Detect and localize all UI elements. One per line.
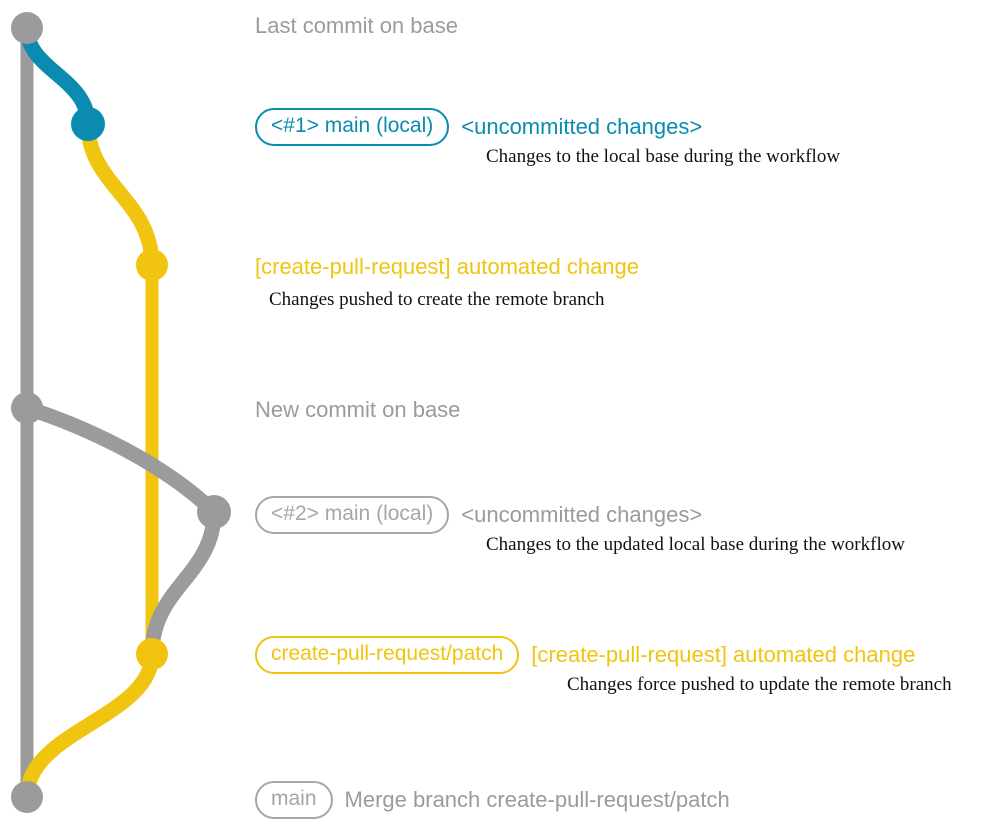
commit-node-remote-2[interactable]: [136, 638, 168, 670]
remote-lane-line-upper: [80, 116, 160, 273]
row-merge-commit: main Merge branch create-pull-request/pa…: [255, 781, 730, 819]
branch-badge-remote-patch[interactable]: create-pull-request/patch: [255, 636, 520, 674]
row-remote-push-2: create-pull-request/patch [create-pull-r…: [255, 636, 915, 674]
commit-detail-remote-1: Changes pushed to create the remote bran…: [269, 289, 605, 310]
local-to-remote-line: [144, 504, 222, 662]
commit-subject-remote-2: [create-pull-request] automated change: [531, 642, 916, 667]
local-branch-line-2: [19, 400, 222, 520]
commit-subject-remote-1: [create-pull-request] automated change: [255, 254, 640, 279]
commit-subject-local-1: <uncommitted changes>: [461, 114, 703, 139]
commit-detail-local-2: Changes to the updated local base during…: [486, 534, 905, 555]
remote-to-base-merge-line: [19, 646, 160, 805]
commit-node-base-last[interactable]: [11, 12, 43, 44]
branch-badge-local-2[interactable]: <#2> main (local): [255, 496, 450, 534]
commit-node-base-merge[interactable]: [11, 781, 43, 813]
row-remote-push-1: [create-pull-request] automated change: [255, 252, 639, 282]
headline-last-commit-on-base: Last commit on base: [255, 13, 458, 38]
commit-node-remote-1[interactable]: [136, 249, 168, 281]
local-branch-line-1: [19, 20, 96, 132]
row-local-change-2: <#2> main (local) <uncommitted changes>: [255, 496, 702, 534]
commit-detail-local-1: Changes to the local base during the wor…: [486, 146, 841, 167]
commit-subject-local-2: <uncommitted changes>: [461, 502, 703, 527]
commit-subject-merge: Merge branch create-pull-request/patch: [344, 787, 730, 812]
row-local-change-1: <#1> main (local) <uncommitted changes>: [255, 108, 702, 146]
branch-badge-local-1[interactable]: <#1> main (local): [255, 108, 450, 146]
commit-node-local-1[interactable]: [71, 107, 105, 141]
headline-new-commit-on-base: New commit on base: [255, 397, 461, 422]
commit-node-base-new[interactable]: [11, 392, 43, 424]
branch-badge-main[interactable]: main: [255, 781, 333, 819]
commit-detail-remote-2: Changes force pushed to update the remot…: [567, 674, 952, 695]
commit-node-local-2[interactable]: [197, 495, 231, 529]
